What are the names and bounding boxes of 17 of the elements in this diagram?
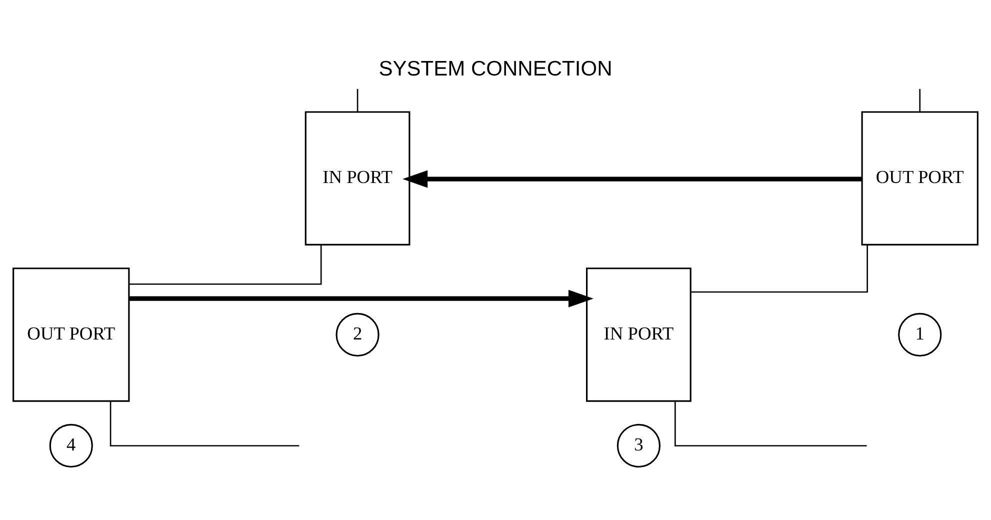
connector (356, 88, 358, 112)
node-circle: 4 (49, 424, 93, 468)
arrow (129, 290, 594, 308)
diagram-title: SYSTEM CONNECTION (378, 57, 612, 80)
node-box: OUT PORT (12, 268, 130, 402)
node-circle: 3 (616, 424, 661, 468)
node-box: IN PORT (304, 111, 410, 246)
node-circle: 2 (336, 312, 380, 357)
node-circle: 1 (898, 312, 942, 357)
connector (674, 401, 867, 446)
node-box: OUT PORT (861, 111, 978, 246)
connector (919, 88, 921, 112)
connector (129, 244, 322, 285)
node-box: IN PORT (586, 268, 692, 402)
connector (110, 401, 300, 446)
connector (691, 244, 868, 293)
arrow (402, 170, 862, 188)
